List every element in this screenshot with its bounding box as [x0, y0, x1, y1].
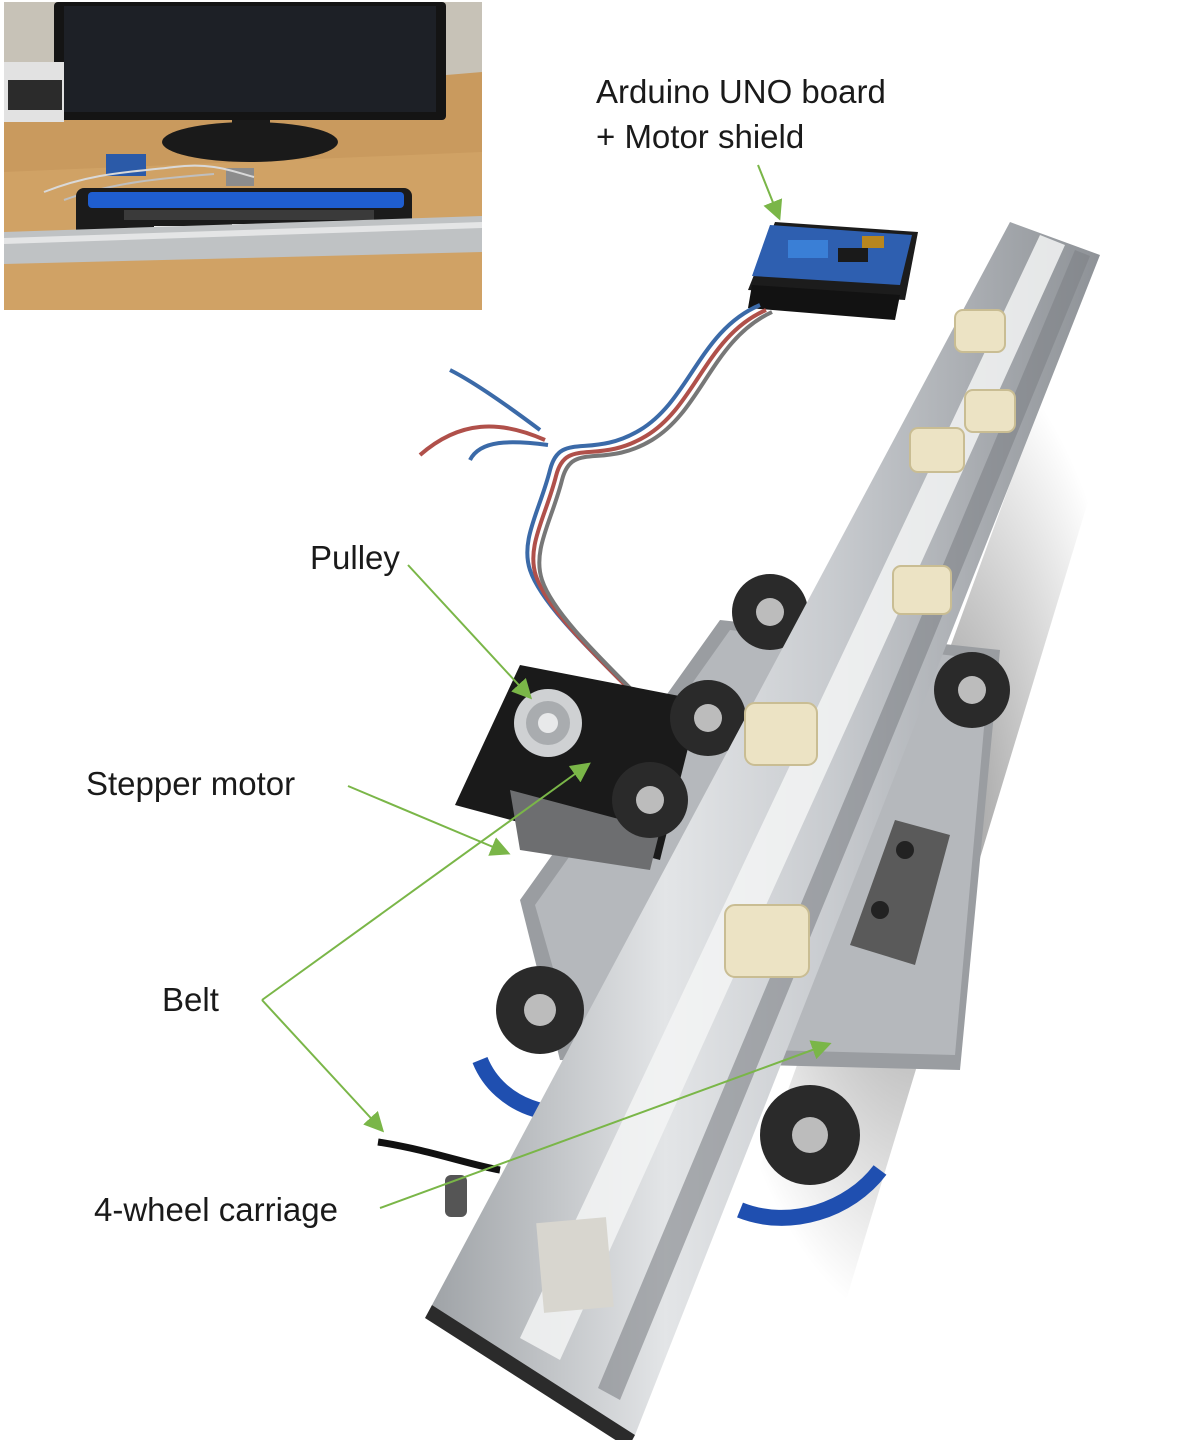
- rail-bumpers: [724, 309, 1016, 978]
- monitor-icon: [54, 2, 446, 162]
- label-stepper-motor: Stepper motor: [86, 765, 296, 802]
- label-pulley: Pulley: [310, 539, 400, 576]
- belt: [377, 1138, 501, 1174]
- side-bracket: [850, 820, 950, 965]
- arduino-board: [748, 222, 918, 320]
- wire-bundle: [418, 303, 773, 692]
- inset-photo-desk-setup: [4, 2, 482, 310]
- label-4-wheel-carriage: 4-wheel carriage: [94, 1191, 338, 1228]
- label-arduino-line1: Arduino UNO board: [596, 73, 886, 110]
- label-belt: Belt: [162, 981, 219, 1018]
- label-arduino-line2: + Motor shield: [596, 118, 805, 155]
